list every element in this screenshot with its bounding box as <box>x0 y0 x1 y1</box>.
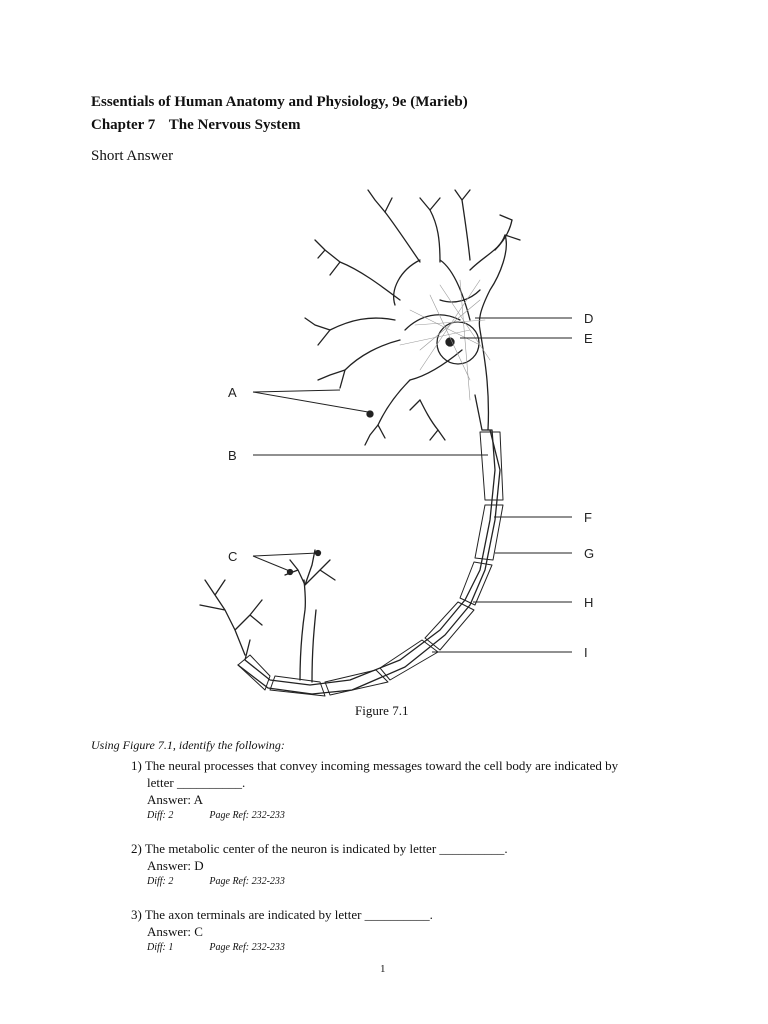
instructions: Using Figure 7.1, identify the following… <box>91 738 285 753</box>
question-text: The metabolic center of the neuron is in… <box>145 841 508 856</box>
difficulty: Diff: 1 <box>147 942 173 953</box>
difficulty: Diff: 2 <box>147 810 173 821</box>
leader-A2 <box>253 392 368 412</box>
label-A: A <box>228 385 237 400</box>
label-C: C <box>228 549 237 564</box>
label-H: H <box>584 595 593 610</box>
question-number: 2) <box>131 841 142 856</box>
page-number: 1 <box>380 963 386 975</box>
question-number: 3) <box>131 907 142 922</box>
question-1: 1) The neural processes that convey inco… <box>131 757 618 808</box>
neuron-figure: A B C D E F G H I <box>0 0 768 700</box>
axon <box>238 430 500 694</box>
difficulty: Diff: 2 <box>147 876 173 887</box>
question-2: 2) The metabolic center of the neuron is… <box>131 840 508 874</box>
question-text-continued: letter __________. <box>131 774 618 791</box>
question-number: 1) <box>131 758 142 773</box>
page-ref: Page Ref: 232-233 <box>209 810 285 821</box>
leader-A1 <box>253 390 340 392</box>
question-1-meta: Diff: 2 Page Ref: 232-233 <box>147 810 285 821</box>
question-3: 3) The axon terminals are indicated by l… <box>131 906 433 940</box>
cell-body <box>394 235 507 430</box>
question-2-meta: Diff: 2 Page Ref: 232-233 <box>147 876 285 887</box>
leader-C1 <box>253 556 292 572</box>
label-I: I <box>584 645 588 660</box>
question-text: The neural processes that convey incomin… <box>145 758 618 773</box>
page-ref: Page Ref: 232-233 <box>209 942 285 953</box>
question-3-meta: Diff: 1 Page Ref: 232-233 <box>147 942 285 953</box>
question-text: The axon terminals are indicated by lett… <box>145 907 433 922</box>
label-E: E <box>584 331 593 346</box>
myelin-sheath <box>238 432 503 696</box>
answer: Answer: A <box>131 791 618 808</box>
neurofibrils <box>400 280 490 400</box>
label-G: G <box>584 546 594 561</box>
label-B: B <box>228 448 237 463</box>
axon-terminals <box>200 411 373 655</box>
axon-collateral <box>300 580 316 682</box>
label-F: F <box>584 510 592 525</box>
leader-C2 <box>253 553 318 556</box>
answer: Answer: D <box>131 857 508 874</box>
figure-caption: Figure 7.1 <box>355 703 408 719</box>
nucleolus <box>446 338 454 346</box>
label-D: D <box>584 311 593 326</box>
nucleus <box>437 322 479 364</box>
answer: Answer: C <box>131 923 433 940</box>
page-ref: Page Ref: 232-233 <box>209 876 285 887</box>
